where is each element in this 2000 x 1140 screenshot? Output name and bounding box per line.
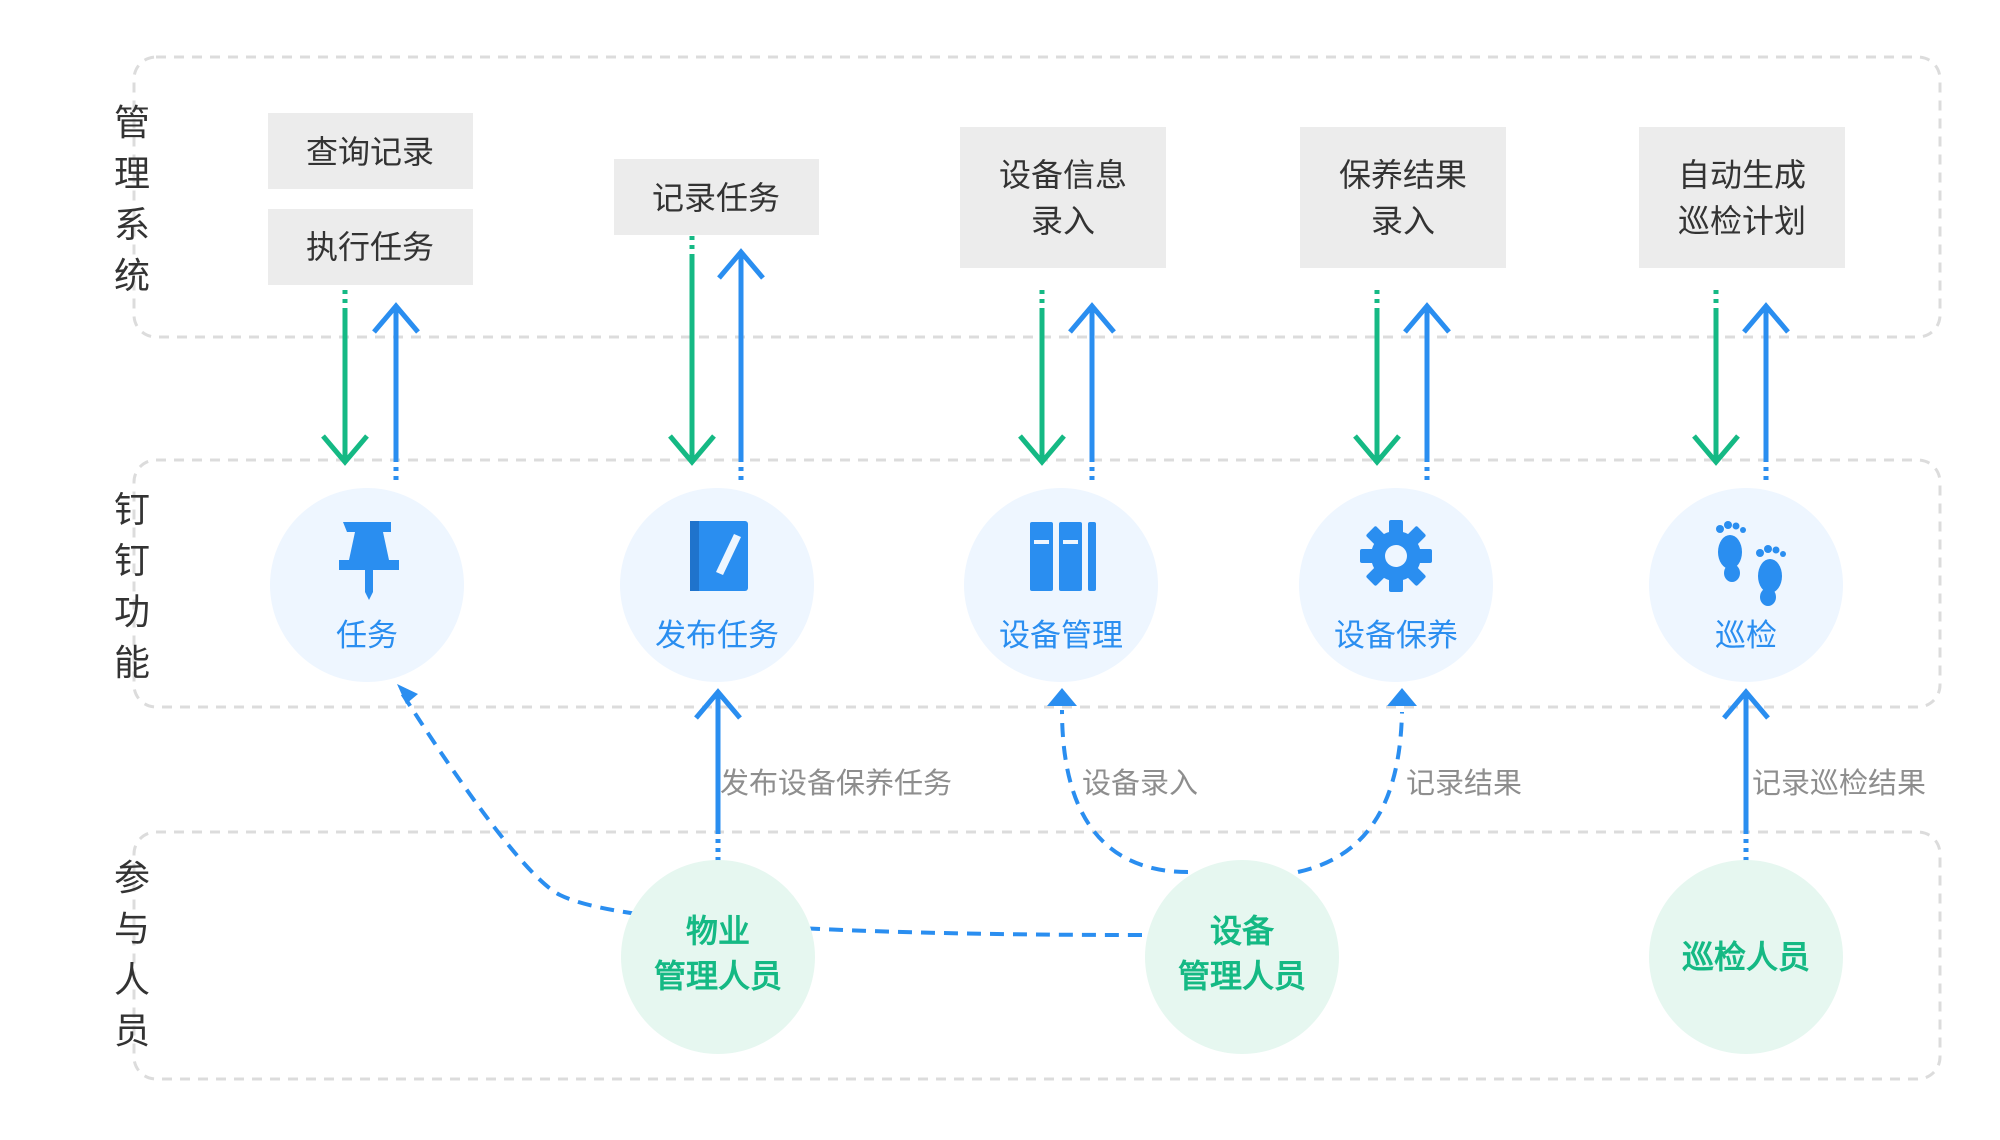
- svg-text:记录任务: 记录任务: [652, 179, 780, 217]
- svg-text:发布任务: 发布任务: [655, 618, 779, 654]
- person-property-manager: 物业 管理人员: [621, 860, 815, 1054]
- function-task: 任务: [270, 488, 464, 682]
- footprints-icon: [1716, 521, 1786, 606]
- svg-text:任务: 任务: [336, 618, 398, 654]
- arrow-up-blue-3: [1068, 302, 1116, 482]
- svg-text:员: 员: [114, 1011, 150, 1052]
- svg-text:人: 人: [114, 960, 150, 1001]
- edge-label-record-inspection: 记录巡检结果: [1752, 766, 1926, 800]
- arrow-property-to-publish: [694, 688, 742, 862]
- svg-text:管: 管: [114, 103, 150, 144]
- box-record-task: 记录任务: [614, 159, 819, 235]
- svg-text:设备管理: 设备管理: [999, 618, 1123, 654]
- lane-label-system: 管 理 系 统: [114, 103, 150, 297]
- svg-text:设备保养: 设备保养: [1334, 618, 1458, 654]
- svg-text:管理人员: 管理人员: [1178, 957, 1306, 995]
- svg-text:功: 功: [114, 592, 150, 633]
- lane-dingtalk: [132, 458, 1942, 709]
- function-device-maintenance: 设备保养: [1299, 488, 1493, 682]
- edge-label-publish-maint-task: 发布设备保养任务: [720, 766, 952, 800]
- arrow-up-blue-2: [717, 248, 765, 482]
- pin-icon: [339, 522, 399, 600]
- box-execute-task: 执行任务: [268, 209, 473, 285]
- lane-label-people: 参 与 人 员: [114, 858, 150, 1052]
- svg-text:管理人员: 管理人员: [654, 957, 782, 995]
- function-publish-task: 发布任务: [620, 488, 814, 682]
- svg-text:查询记录: 查询记录: [306, 133, 434, 171]
- arrow-down-green-2: [668, 236, 716, 466]
- svg-text:录入: 录入: [1031, 202, 1095, 240]
- arrow-up-blue-5: [1742, 302, 1790, 482]
- binders-icon: [1030, 522, 1096, 591]
- arrow-down-green-1: [321, 290, 369, 466]
- svg-text:设备: 设备: [1210, 912, 1275, 950]
- svg-text:巡检计划: 巡检计划: [1678, 202, 1806, 240]
- svg-text:执行任务: 执行任务: [306, 228, 434, 266]
- svg-text:物业: 物业: [686, 912, 750, 950]
- function-device-management: 设备管理: [964, 488, 1158, 682]
- svg-text:钉: 钉: [114, 541, 150, 582]
- svg-text:与: 与: [114, 909, 150, 950]
- svg-text:录入: 录入: [1371, 202, 1435, 240]
- svg-text:系: 系: [114, 205, 150, 246]
- person-device-manager: 设备 管理人员: [1145, 860, 1339, 1054]
- person-inspector: 巡检人员: [1649, 860, 1843, 1054]
- arrow-inspector-to-inspection: [1722, 688, 1770, 862]
- gear-icon: [1360, 520, 1432, 592]
- svg-text:设备信息: 设备信息: [999, 156, 1127, 194]
- box-maintenance-result: 保养结果 录入: [1300, 127, 1506, 268]
- arrow-device-manager-to-device-mgmt: [1047, 688, 1189, 874]
- arrow-down-green-3: [1018, 290, 1066, 466]
- svg-text:钉: 钉: [114, 490, 150, 531]
- svg-text:巡检人员: 巡检人员: [1682, 938, 1810, 976]
- arrow-down-green-4: [1353, 290, 1401, 466]
- lane-label-dingtalk: 钉 钉 功 能: [114, 490, 150, 684]
- svg-text:统: 统: [114, 256, 150, 297]
- box-auto-plan: 自动生成 巡检计划: [1639, 127, 1845, 268]
- arrow-device-manager-to-maintenance: [1297, 688, 1417, 874]
- box-query-record: 查询记录: [268, 113, 473, 189]
- function-inspection: 巡检: [1649, 488, 1843, 682]
- svg-text:巡检: 巡检: [1715, 618, 1777, 654]
- arrow-device-manager-to-task: [397, 684, 1143, 937]
- svg-text:参: 参: [114, 858, 150, 899]
- arrow-up-blue-1: [372, 302, 420, 482]
- svg-text:保养结果: 保养结果: [1339, 156, 1467, 194]
- arrow-down-green-5: [1692, 290, 1740, 466]
- box-device-info: 设备信息 录入: [960, 127, 1166, 268]
- notebook-edit-icon: [690, 521, 748, 591]
- svg-text:理: 理: [114, 154, 150, 195]
- svg-text:自动生成: 自动生成: [1678, 156, 1806, 194]
- edge-label-device-entry: 设备录入: [1082, 766, 1198, 800]
- svg-text:能: 能: [114, 643, 150, 684]
- edge-label-record-result: 记录结果: [1406, 766, 1522, 800]
- lane-people: [132, 830, 1942, 1081]
- lane-system: [132, 55, 1942, 339]
- arrow-up-blue-4: [1403, 302, 1451, 482]
